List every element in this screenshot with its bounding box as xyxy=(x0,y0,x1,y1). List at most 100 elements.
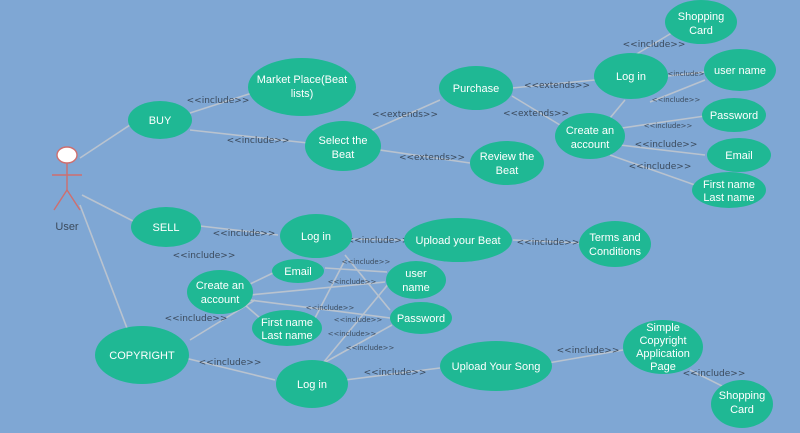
use-case-label: Purchase xyxy=(453,83,499,95)
use-case-label: Create an xyxy=(566,125,614,137)
use-case-login-copyright[interactable]: Log in xyxy=(276,360,348,408)
relation-include-label: <<include>> xyxy=(334,316,383,324)
actor-left-leg xyxy=(53,189,68,211)
relation-extends-label: <<extends>> xyxy=(372,110,438,120)
use-case-label: Card xyxy=(689,25,713,37)
use-case-label: BUY xyxy=(149,115,172,127)
use-case-label: lists) xyxy=(291,88,314,100)
relation-include-label: <<include>> xyxy=(662,70,711,78)
relation-include-label: <<include>> xyxy=(227,136,290,146)
use-case-label: Beat xyxy=(332,149,355,161)
relation-include-label: <<include>> xyxy=(629,162,692,172)
use-case-login-top[interactable]: Log in xyxy=(594,53,668,99)
use-case-market-place[interactable]: Market Place(Beat lists) xyxy=(248,58,356,116)
use-case-first-last-top[interactable]: First name Last name xyxy=(692,172,766,208)
use-case-user-name-top[interactable]: user name xyxy=(704,49,776,91)
use-case-label: Upload your Beat xyxy=(416,235,501,247)
use-case-label: Conditions xyxy=(589,246,641,258)
use-case-email-sell[interactable]: Email xyxy=(272,259,324,283)
use-case-label: Application xyxy=(636,348,690,360)
use-case-first-last-sell[interactable]: First name Last name xyxy=(252,310,322,346)
use-case-label: user xyxy=(405,268,427,280)
use-case-label: COPYRIGHT xyxy=(109,350,175,362)
use-case-label: Email xyxy=(725,150,753,162)
use-case-sell[interactable]: SELL xyxy=(131,207,201,247)
use-case-terms[interactable]: Terms and Conditions xyxy=(579,221,651,267)
use-case-label: Shopping xyxy=(678,11,725,23)
actor-head xyxy=(56,146,78,164)
actor-right-leg xyxy=(66,189,81,211)
use-case-label: Log in xyxy=(297,379,327,391)
relation-include-label: <<include>> xyxy=(364,368,427,378)
relation-include-label: <<include>> xyxy=(306,304,355,312)
use-case-create-account-sell[interactable]: Create an account xyxy=(187,270,253,314)
use-case-label: First name xyxy=(261,317,313,329)
use-case-password-top[interactable]: Password xyxy=(702,98,766,132)
use-case-label: Last name xyxy=(261,330,312,342)
relation-include-label: <<include>> xyxy=(187,96,250,106)
use-case-review-beat[interactable]: Review the Beat xyxy=(470,141,544,185)
relation-include-label: <<include>> xyxy=(346,344,395,352)
use-case-label: Terms and xyxy=(589,232,640,244)
use-case-label: Create an xyxy=(196,280,244,292)
relation-include-label: <<include>> xyxy=(213,229,276,239)
use-case-password-sell[interactable]: Password xyxy=(390,302,452,334)
use-case-label: Log in xyxy=(616,71,646,83)
use-case-copyright-page[interactable]: Simple Copyright Application Page xyxy=(623,320,703,374)
relation-extends-label: <<extends>> xyxy=(399,153,465,163)
relation-include-label: <<include>> xyxy=(623,40,686,50)
use-case-label: account xyxy=(201,294,240,306)
use-case-upload-song[interactable]: Upload Your Song xyxy=(440,341,552,391)
relation-include-label: <<include>> xyxy=(652,96,701,104)
actor-user: User xyxy=(52,146,82,233)
relation-include-label: <<include>> xyxy=(517,238,580,248)
use-case-buy[interactable]: BUY xyxy=(128,101,192,139)
use-case-label: Page xyxy=(650,361,676,373)
use-case-email-top[interactable]: Email xyxy=(707,138,771,172)
relation-include-label: <<include>> xyxy=(328,278,377,286)
use-case-label: user name xyxy=(714,65,766,77)
use-case-label: First name xyxy=(703,179,755,191)
use-case-label: Email xyxy=(284,266,312,278)
use-case-create-account-top[interactable]: Create an account xyxy=(555,113,625,159)
use-case-select-beat[interactable]: Select the Beat xyxy=(305,121,381,171)
relation-extends-label: <<extends>> xyxy=(503,109,569,119)
use-case-label: Review the xyxy=(480,151,534,163)
relation-include-label: <<include>> xyxy=(328,330,377,338)
use-case-label: Select the xyxy=(319,135,368,147)
relation-include-label: <<include>> xyxy=(165,314,228,324)
relation-include-label: <<include>> xyxy=(557,346,620,356)
relation-labels: <<include>> <<include>> <<extends>> <<ex… xyxy=(165,40,746,379)
use-case-login-sell[interactable]: Log in xyxy=(280,214,352,258)
use-case-label: Upload Your Song xyxy=(452,361,541,373)
relation-include-label: <<include>> xyxy=(342,258,391,266)
edges xyxy=(79,27,731,391)
use-case-purchase[interactable]: Purchase xyxy=(439,66,513,110)
use-case-user-name-sell[interactable]: user name xyxy=(386,261,446,299)
use-case-label: Last name xyxy=(703,192,754,204)
relation-include-label: <<include>> xyxy=(644,122,693,130)
relation-include-label: <<include>> xyxy=(635,140,698,150)
use-case-label: Shopping xyxy=(719,390,766,402)
use-case-shopping-card-top[interactable]: Shopping Card xyxy=(665,0,737,44)
use-case-label: name xyxy=(402,282,430,294)
use-case-copyright[interactable]: COPYRIGHT xyxy=(95,326,189,384)
use-case-label: Copyright xyxy=(639,335,686,347)
relation-include-label: <<include>> xyxy=(199,358,262,368)
relation-include-label: <<include>> xyxy=(173,251,236,261)
use-case-label: Password xyxy=(710,110,758,122)
use-case-label: Card xyxy=(730,404,754,416)
use-case-label: Beat xyxy=(496,165,519,177)
use-case-label: Password xyxy=(397,313,445,325)
use-case-label: Simple xyxy=(646,322,680,334)
relation-extends-label: <<extends>> xyxy=(524,81,590,91)
use-case-upload-beat[interactable]: Upload your Beat xyxy=(404,218,512,262)
use-case-label: SELL xyxy=(153,222,180,234)
relation-include-label: <<include>> xyxy=(683,369,746,379)
actor-label: User xyxy=(55,221,79,233)
use-case-label: account xyxy=(571,139,610,151)
use-case-shopping-card-bottom[interactable]: Shopping Card xyxy=(711,380,773,428)
use-case-label: Log in xyxy=(301,231,331,243)
relation-include-label: <<include>> xyxy=(347,236,410,246)
